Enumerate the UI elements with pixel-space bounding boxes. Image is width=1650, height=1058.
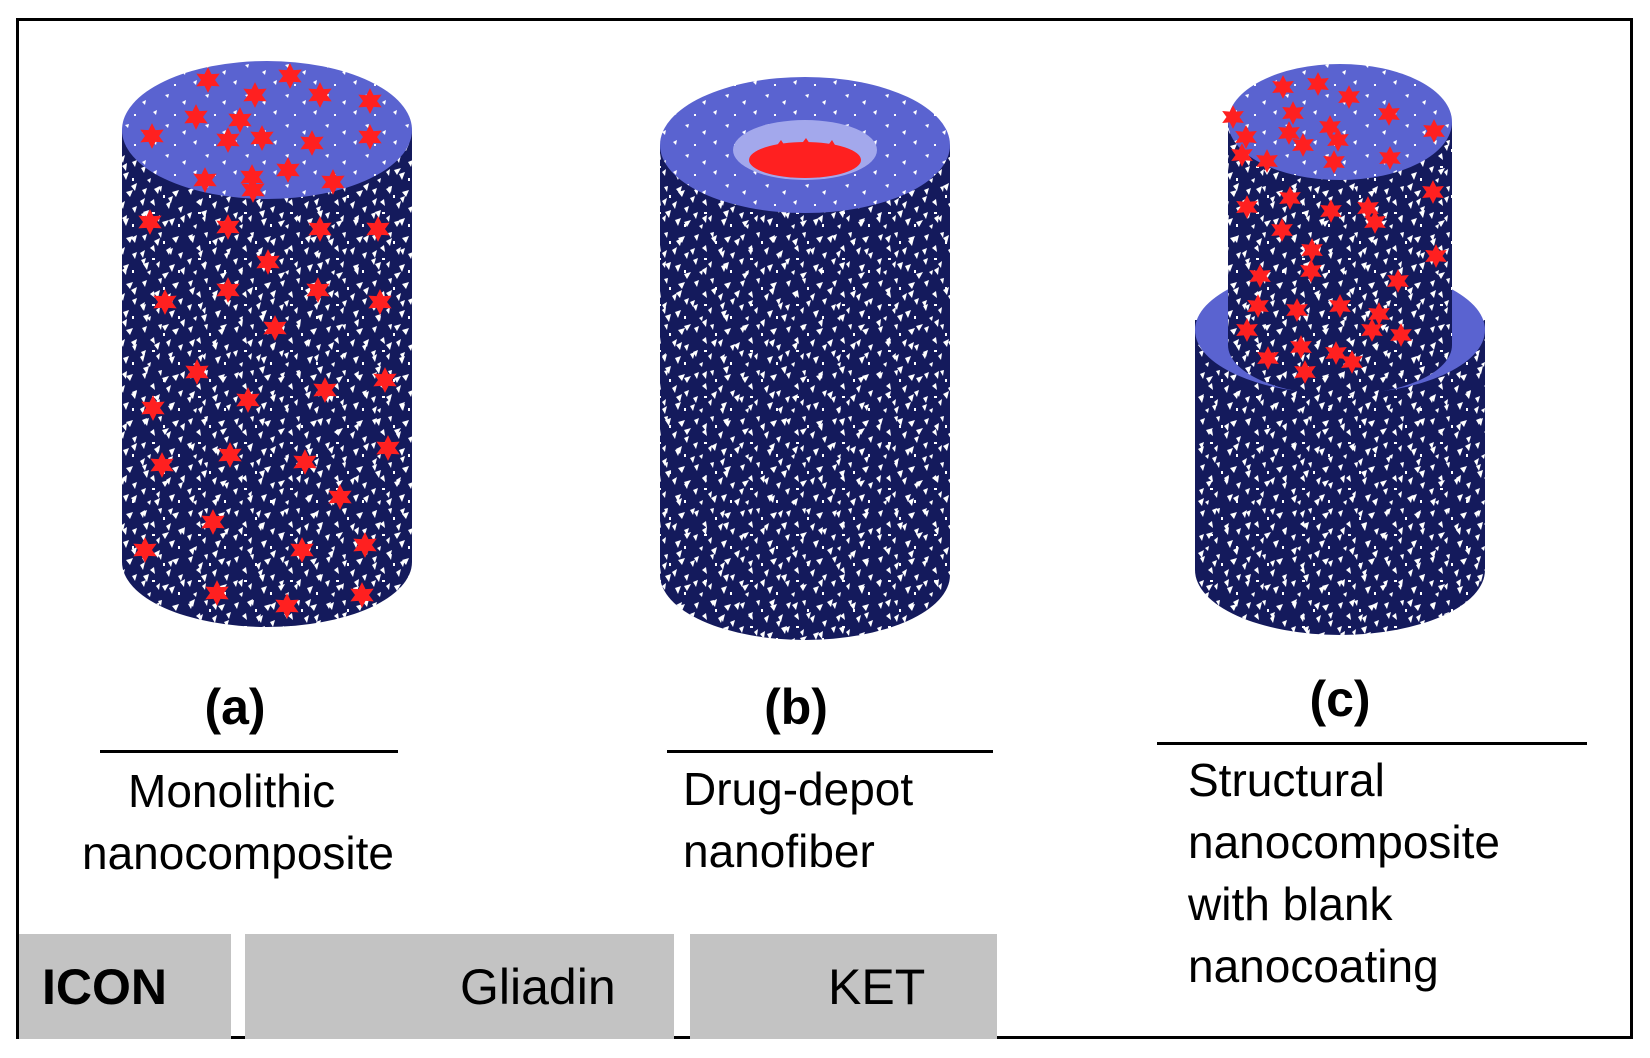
panel-b-letter: (b) (764, 679, 828, 735)
drug-depot-nanofiber (660, 77, 950, 640)
legend-ket-label: KET (828, 959, 926, 1015)
panel-c-line3: with blank (1188, 878, 1393, 930)
legend-gliadin-box (245, 934, 674, 1039)
legend-ket-box (690, 934, 997, 1039)
panel-c-rule (1157, 742, 1587, 745)
panel-b-line2: nanofiber (683, 825, 875, 877)
panel-b-rule (667, 750, 993, 753)
monolithic-nanofiber (122, 61, 412, 627)
panel-a-line2: nanocomposite (82, 827, 394, 879)
panel-b-line1: Drug-depot (683, 763, 914, 815)
panel-c-line1: Structural (1188, 754, 1385, 806)
legend-title-box (19, 934, 231, 1039)
panel-c-line4: nanocoating (1188, 940, 1439, 992)
panel-a-letter: (a) (204, 679, 266, 735)
panel-c-letter: (c) (1309, 671, 1371, 727)
legend-gliadin-label: Gliadin (460, 959, 616, 1015)
ket-drug-core (749, 142, 861, 178)
panel-a-line1: Monolithic (128, 765, 336, 817)
panel-c-line2: nanocomposite (1188, 816, 1500, 868)
panel-a-rule (100, 750, 398, 753)
legend-title: ICON (42, 959, 167, 1015)
structural-nanocomposite-fiber (1195, 64, 1485, 635)
